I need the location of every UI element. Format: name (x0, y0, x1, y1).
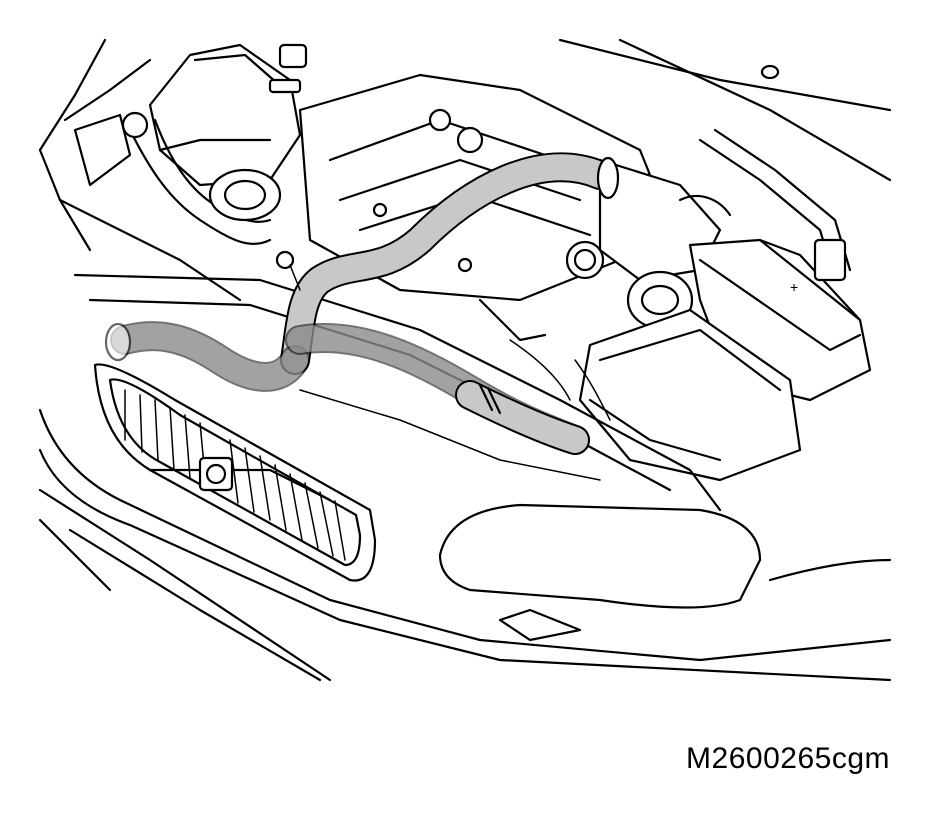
figure-code: M2600265cgm (686, 742, 890, 775)
right-headlight (438, 503, 892, 642)
battery-plus-label: + (790, 279, 798, 295)
left-fender (38, 38, 152, 252)
volvo-emblem (198, 456, 234, 492)
front-grille (93, 363, 377, 582)
engine-bay-details (275, 250, 611, 421)
air-filter-box (578, 308, 802, 482)
upper-left-hose (121, 111, 282, 245)
right-cable (698, 128, 852, 282)
front-bumper (38, 408, 892, 682)
highlighted-intake-hose (104, 152, 620, 455)
hood-edge (558, 38, 892, 182)
expansion-tank (148, 43, 308, 187)
